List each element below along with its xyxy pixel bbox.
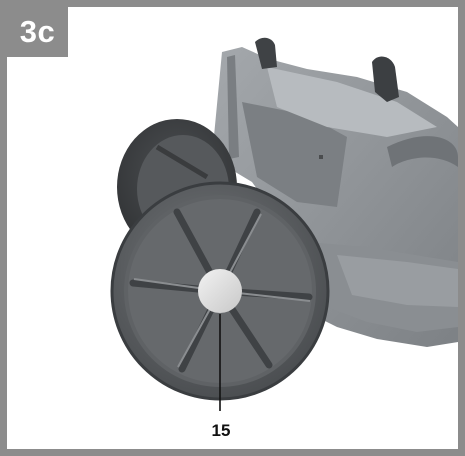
lawnmower-wheel-photo — [110, 37, 458, 411]
mower-body — [212, 37, 458, 347]
wheel-hub-cap — [198, 269, 242, 313]
front-wheel — [110, 181, 330, 401]
callout-number-15: 15 — [211, 421, 231, 440]
figure-label-badge: 3c — [7, 7, 68, 57]
